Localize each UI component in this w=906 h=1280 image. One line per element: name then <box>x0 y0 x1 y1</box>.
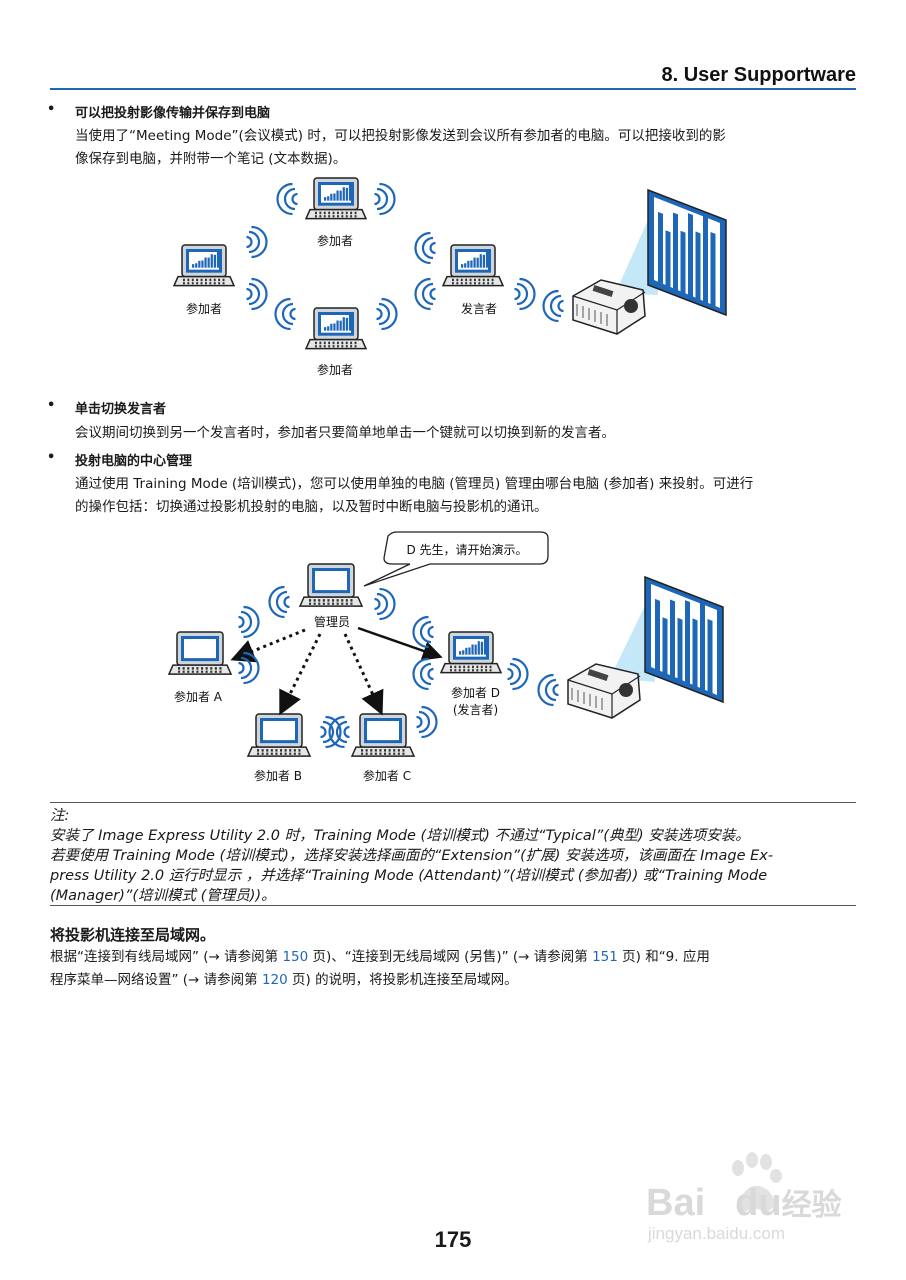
manage-paragraph: 通过使用 Training Mode (培训模式)，您可以使用单独的电脑 (管理… <box>75 473 865 519</box>
watermark-url: jingyan.baidu.com <box>648 1224 786 1243</box>
wifi-waves-icon <box>507 657 529 691</box>
manage-line-2: 的操作包括：切换通过投影机投射的电脑，以及暂时中断电脑与投影机的通讯。 <box>75 499 548 515</box>
page-link-150[interactable]: 150 <box>282 949 309 965</box>
note-line-1: 安装了 Image Express Utility 2.0 时，Training… <box>50 828 750 844</box>
bullet-save: • 可以把投射影像传输并保存到电脑 <box>47 102 271 121</box>
meeting-mode-diagram <box>172 177 727 350</box>
wifi-waves-icon <box>246 225 268 259</box>
projector-screen-group <box>567 575 724 719</box>
wifi-waves-icon <box>238 651 260 685</box>
wifi-waves-icon <box>416 705 438 739</box>
wifi-waves-icon <box>412 657 434 691</box>
training-mode-diagram <box>167 531 724 757</box>
fig2-label-d: 参加者 D (发言者) <box>438 684 513 718</box>
wifi-waves-icon <box>276 182 298 216</box>
laptop-participant-left <box>172 244 236 287</box>
fig1-label-top: 参加者 <box>316 234 353 248</box>
fig1-label-presenter: 发言者 <box>460 302 497 316</box>
projector-icon <box>567 663 641 719</box>
wifi-waves-icon <box>542 289 564 323</box>
bullet-manage: • 投射电脑的中心管理 <box>47 450 193 469</box>
fig2-label-d-line2: (发言者) <box>452 703 499 717</box>
watermark-bai: Bai <box>646 1182 706 1224</box>
note-line-4: (Manager)”(培训模式 (管理员))。 <box>50 888 276 904</box>
speech-bubble-text: D 先生，请开始演示。 <box>406 543 528 557</box>
note-rule-top <box>50 802 856 803</box>
wifi-waves-icon <box>328 715 350 749</box>
laptop-participant-c <box>350 713 416 757</box>
note-rule-bottom <box>50 905 856 906</box>
save-line-2: 像保存到电脑，并附带一个笔记 (文本数据)。 <box>75 151 347 167</box>
fig2-label-a: 参加者 A <box>173 690 223 704</box>
fig2-label-manager: 管理员 <box>313 615 350 629</box>
projector-icon <box>572 279 646 335</box>
note-line-2: 若要使用 Training Mode (培训模式)，选择安装选择画面的“Exte… <box>50 848 774 864</box>
page-link-120[interactable]: 120 <box>261 972 288 988</box>
fig1-label-bottom: 参加者 <box>316 363 353 377</box>
paw-logo-icon <box>732 1152 782 1212</box>
laptop-participant-a <box>167 631 233 675</box>
page-number: 175 <box>434 1227 472 1252</box>
wifi-waves-icon <box>414 277 436 311</box>
wifi-waves-icon <box>320 715 342 749</box>
laptop-manager <box>298 563 364 607</box>
lan-line-2: 程序菜单—网络设置” (→ 请参阅第 120 页) 的说明，将投影机连接至局域网… <box>50 969 870 992</box>
lan-paragraph: 根据“连接到有线局域网” (→ 请参阅第 150 页)、“连接到无线局域网 (另… <box>50 946 870 992</box>
lan-text: 页) 和“9. 应用 <box>617 949 710 965</box>
save-paragraph: 当使用了“Meeting Mode”(会议模式) 时，可以把投射影像发送到会议所… <box>75 125 865 171</box>
fig2-label-b: 参加者 B <box>253 769 303 783</box>
page-link-151[interactable]: 151 <box>592 949 618 965</box>
laptop-participant-b <box>246 713 312 757</box>
save-heading: 可以把投射影像传输并保存到电脑 <box>75 106 271 121</box>
fig2-label-c: 参加者 C <box>362 769 412 783</box>
wifi-waves-icon <box>374 587 396 621</box>
laptop-participant-top <box>304 177 368 220</box>
chapter-title: 8. User Supportware <box>661 64 856 86</box>
wifi-waves-icon <box>274 297 296 331</box>
manage-line-1: 通过使用 Training Mode (培训模式)，您可以使用单独的电脑 (管理… <box>75 476 754 492</box>
switch-line-1: 会议期间切换到另一个发言者时，参加者只要简单地单击一个键就可以切换到新的发言者。 <box>75 425 615 441</box>
lan-text: 根据“连接到有线局域网” (→ 请参阅第 <box>50 949 283 965</box>
header-rule <box>50 88 856 90</box>
fig2-label-d-line1: 参加者 D <box>450 686 501 700</box>
wifi-waves-icon <box>376 297 398 331</box>
bullet-dot: • <box>47 450 56 465</box>
lan-line-1: 根据“连接到有线局域网” (→ 请参阅第 150 页)、“连接到无线局域网 (另… <box>50 946 870 969</box>
wifi-waves-icon <box>514 277 536 311</box>
switch-heading: 单击切换发言者 <box>75 402 167 417</box>
laptop-presenter <box>441 244 505 287</box>
wifi-waves-icon <box>537 673 559 707</box>
lan-text: 页) 的说明，将投影机连接至局域网。 <box>287 972 518 988</box>
bullet-dot: • <box>47 398 56 413</box>
lan-text: 程序菜单—网络设置” (→ 请参阅第 <box>50 972 262 988</box>
lan-text: 页)、“连接到无线局域网 (另售)” (→ 请参阅第 <box>308 949 593 965</box>
bullet-switch: • 单击切换发言者 <box>47 398 167 417</box>
wifi-waves-icon <box>238 605 260 639</box>
lan-heading: 将投影机连接至局域网。 <box>50 926 216 944</box>
speech-bubble <box>363 531 549 587</box>
save-line-1: 当使用了“Meeting Mode”(会议模式) 时，可以把投射影像发送到会议所… <box>75 128 726 144</box>
note-label: 注: <box>50 808 70 824</box>
wifi-waves-icon <box>374 182 396 216</box>
bullet-dot: • <box>47 102 56 117</box>
control-arrows <box>230 626 443 716</box>
fig1-label-left: 参加者 <box>185 302 222 316</box>
laptop-participant-bottom <box>304 307 368 350</box>
watermark-jingyan: 经验 <box>781 1189 842 1222</box>
wifi-waves-icon <box>246 277 268 311</box>
watermark-du: du <box>735 1182 782 1224</box>
manage-heading: 投射电脑的中心管理 <box>75 454 193 469</box>
wifi-waves-icon <box>412 615 434 649</box>
projector-screen-group <box>572 188 727 335</box>
wifi-waves-icon <box>268 585 290 619</box>
note-line-3: press Utility 2.0 运行时显示 ，并选择“Training Mo… <box>50 868 768 884</box>
laptop-participant-d <box>439 631 503 674</box>
note-block: 注: 安装了 Image Express Utility 2.0 时，Train… <box>50 806 860 906</box>
wifi-waves-icon <box>414 231 436 265</box>
